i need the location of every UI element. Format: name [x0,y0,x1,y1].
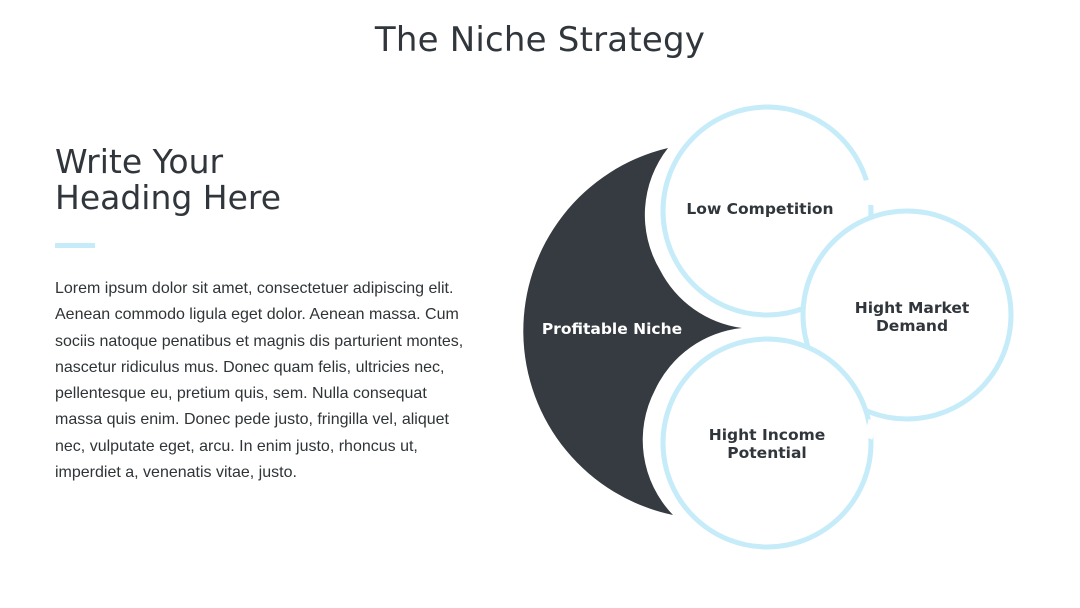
gap-mask-lower [863,419,878,440]
node-3-label-line1: Hight Income [709,426,826,444]
body-paragraph: Lorem ipsum dolor sit amet, consectetuer… [55,280,464,482]
niche-diagram: Profitable Niche Low Competition Hight M… [523,104,1014,550]
gap-mask-upper [863,179,875,206]
heading-line-2: Heading Here [55,178,282,217]
market-demand-circle [800,208,1014,422]
node-1-label: Low Competition [686,200,833,218]
center-label: Profitable Niche [542,320,682,338]
node-3-label-line2: Potential [727,444,806,462]
node-2-label-line1: Hight Market [855,299,970,317]
accent-bar [55,243,95,248]
node-2-label-line2: Demand [876,317,948,335]
heading-line-1: Write Your [55,142,224,181]
slide-title: The Niche Strategy [374,20,706,60]
section-heading: Write Your Heading Here [55,144,455,216]
income-potential-circle [660,336,874,550]
profitable-niche-shape [523,148,742,515]
